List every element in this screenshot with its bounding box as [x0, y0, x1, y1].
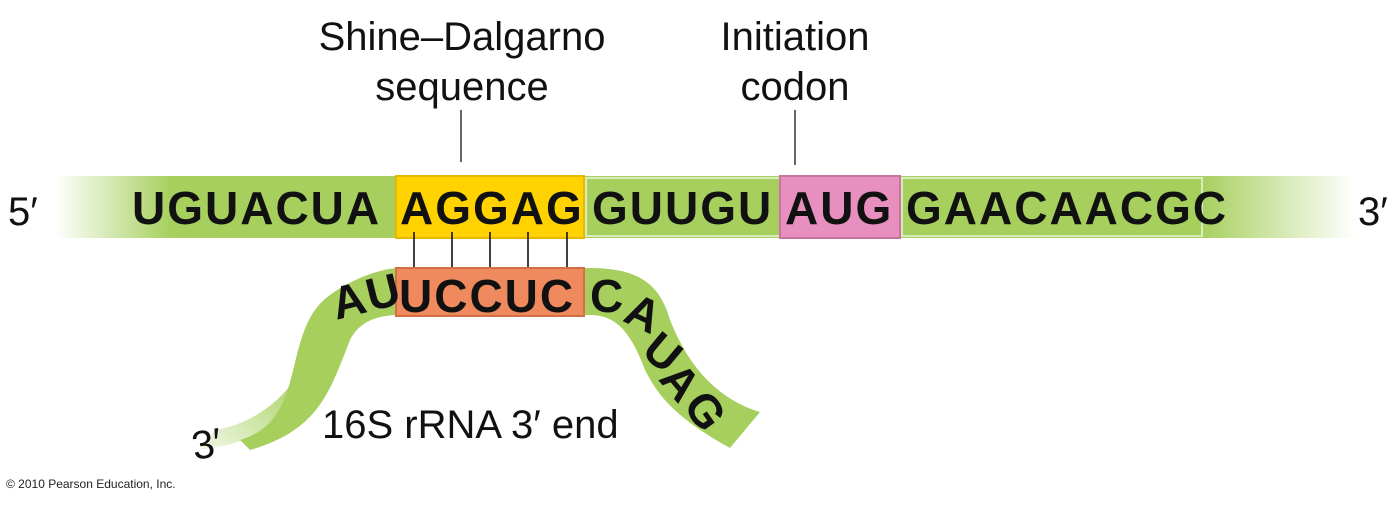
- paired-region-box: [395, 267, 585, 317]
- rrna-right-c: C: [590, 270, 625, 322]
- coding-box: [901, 177, 1203, 237]
- mrna-segment-3: GAACAACGC: [906, 182, 1228, 234]
- mrna-5prime-label: 5′: [8, 190, 38, 234]
- shine-dalgarno-label-line2: sequence: [375, 65, 548, 109]
- start-codon-box: [779, 175, 901, 239]
- rrna-3prime-label: 3′: [188, 420, 225, 468]
- copyright: © 2010 Pearson Education, Inc.: [6, 477, 176, 491]
- mrna-segment-1: UGUACUA: [132, 182, 381, 234]
- rrna-paired-sequence: UCCUC: [399, 270, 575, 322]
- mrna-segment-2: GUUGU: [592, 182, 773, 234]
- initiation-label-line1: Initiation: [721, 15, 870, 59]
- mrna-strand: [55, 176, 1355, 238]
- initiation-label-line2: codon: [741, 65, 850, 109]
- rrna-left-arc: AU: [326, 262, 407, 329]
- mrna-3prime-label: 3′: [1358, 190, 1388, 234]
- shine-dalgarno-label-line1: Shine–Dalgarno: [319, 15, 606, 59]
- base-pair-lines: [413, 232, 568, 270]
- mrna-start-codon: AUG: [785, 182, 893, 234]
- mrna-shine-dalgarno: AGGAG: [400, 182, 584, 234]
- rrna-tail: [200, 370, 300, 450]
- rrna-strand: [240, 268, 760, 450]
- shine-dalgarno-box: [395, 175, 585, 239]
- rrna-end-label: 16S rRNA 3′ end: [322, 403, 619, 447]
